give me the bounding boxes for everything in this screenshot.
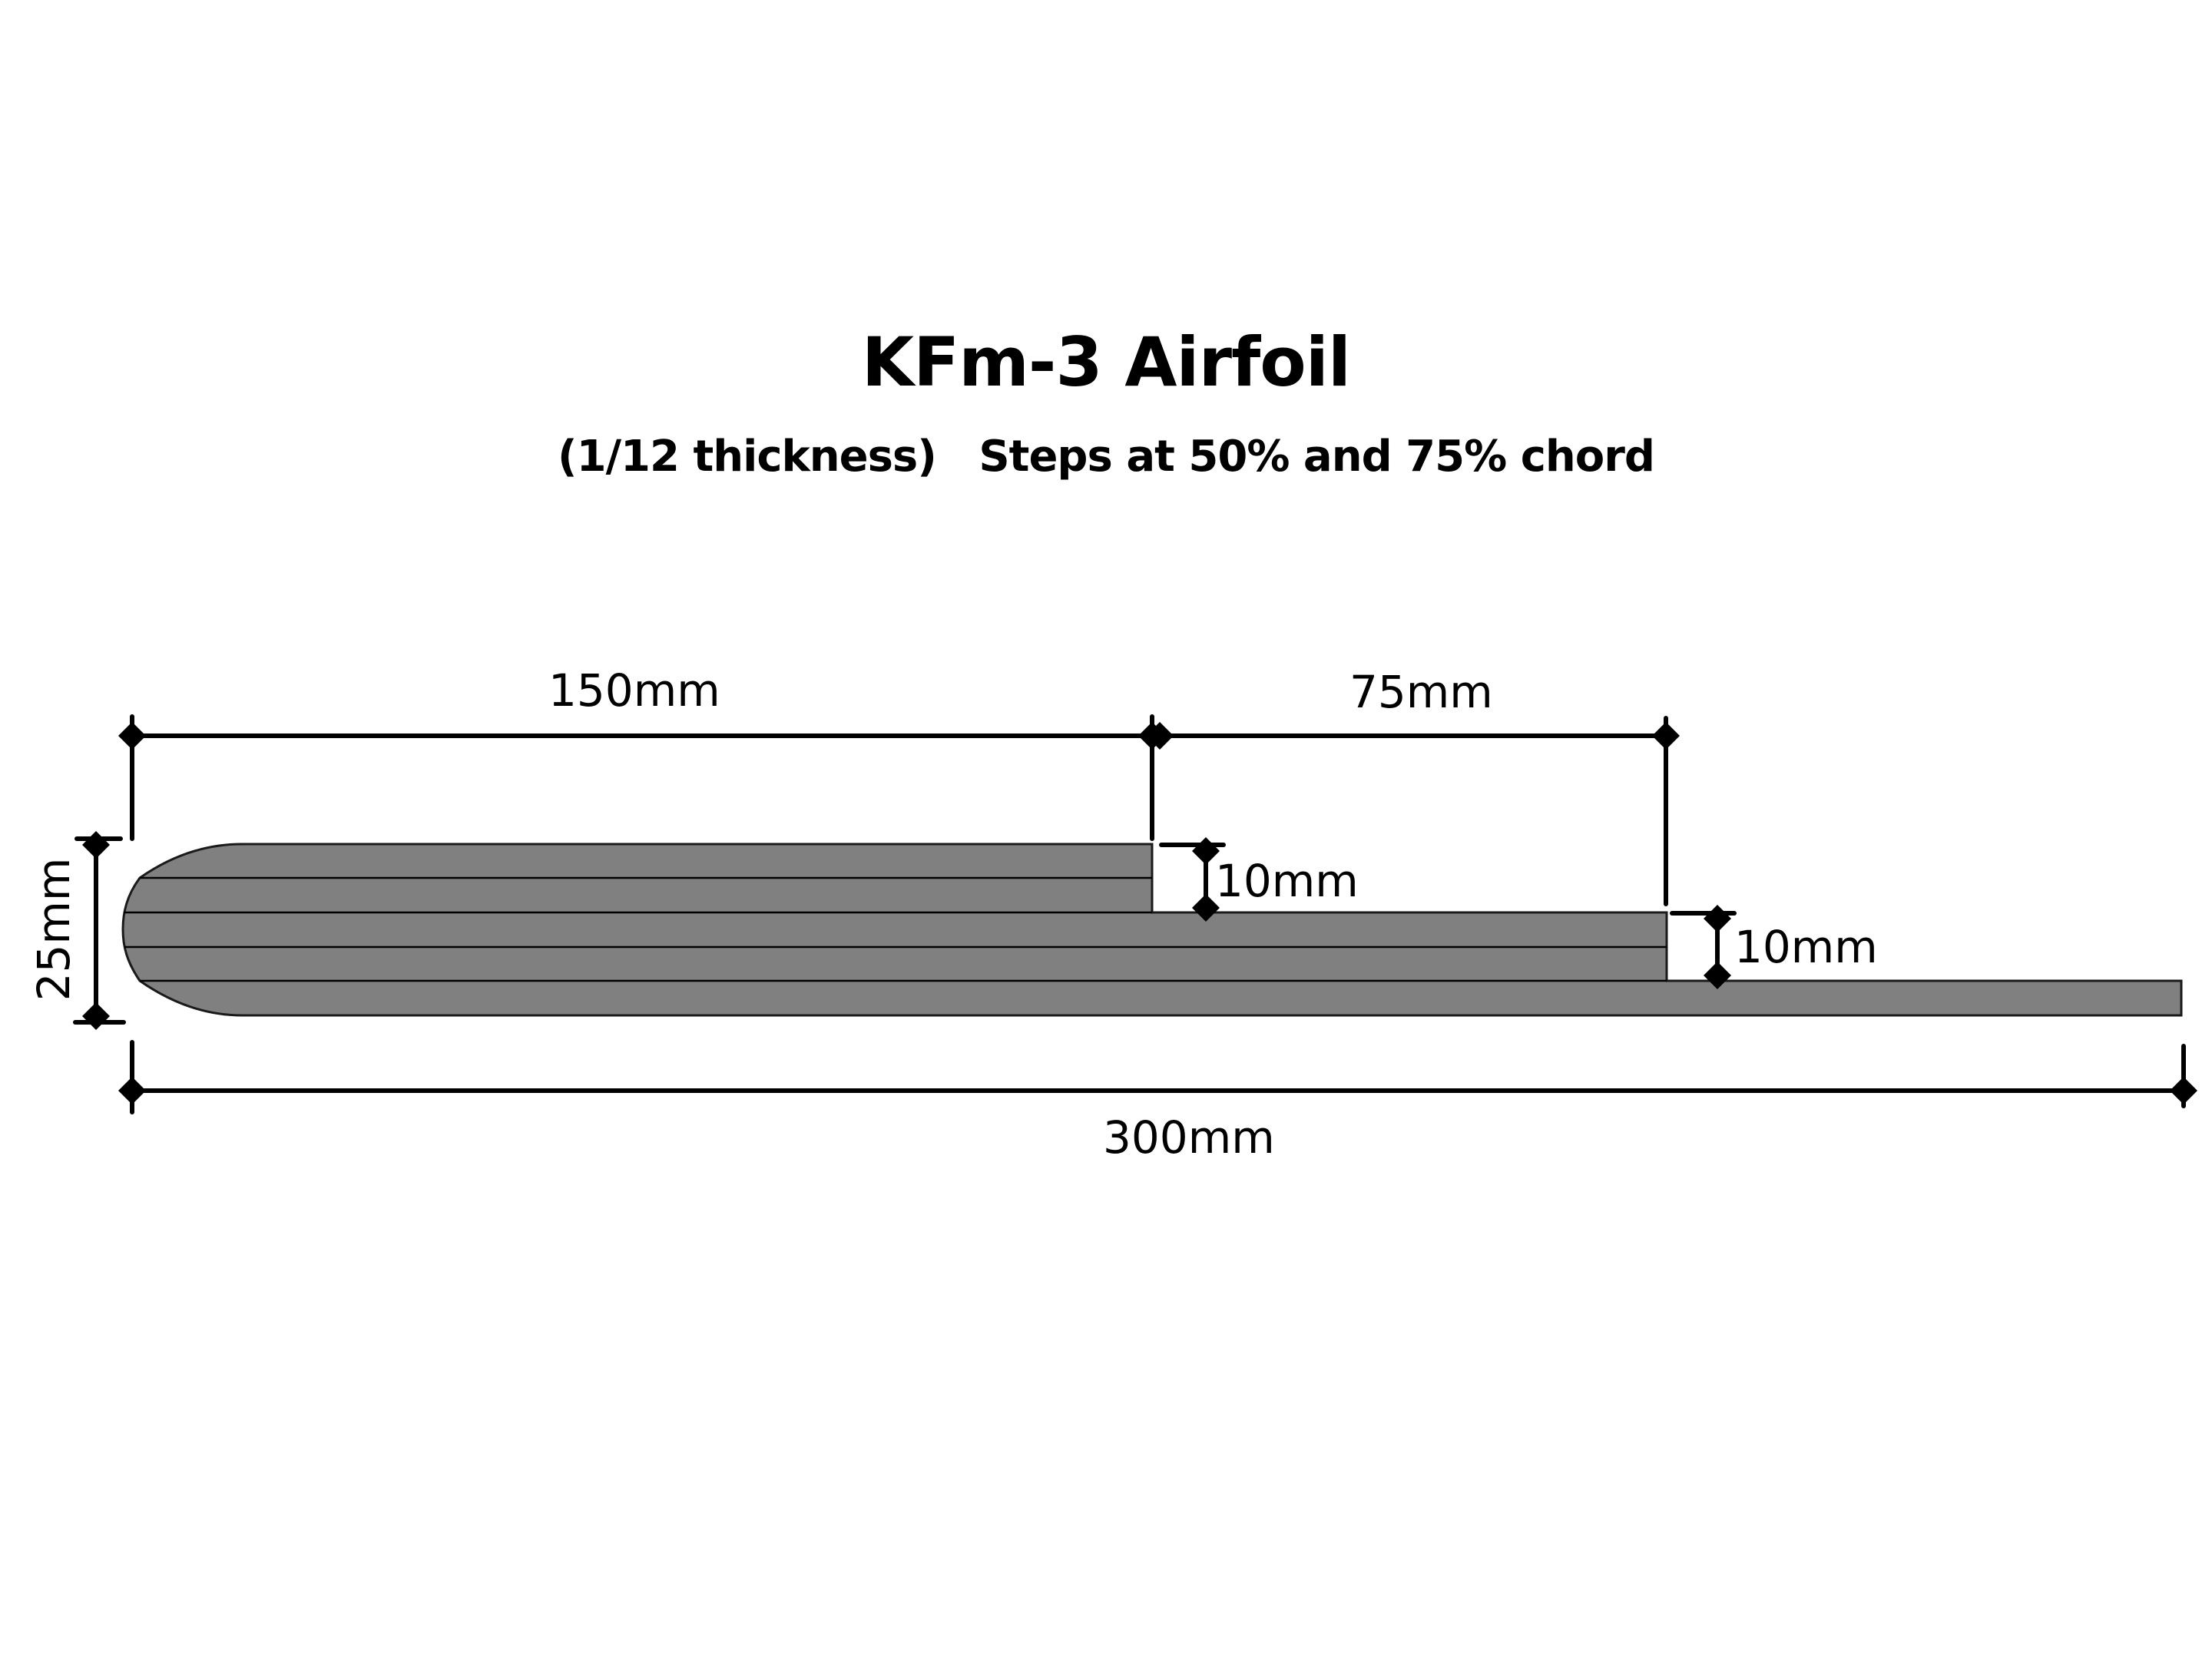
page-title: KFm-3 Airfoil [861,323,1351,402]
label-25mm: 25mm [28,857,80,1002]
dimension-300mm [118,1040,2197,1114]
label-step1-10mm: 10mm [1215,855,1359,907]
page-subtitle: (1/12 thickness) Steps at 50% and 75% ch… [558,432,1655,482]
dimension-step2-10mm [1670,905,1737,989]
dimension-25mm [73,831,126,1030]
dimension-150mm [118,714,1166,841]
label-75mm: 75mm [1349,666,1493,718]
dimension-75mm [1146,716,1680,906]
label-300mm: 300mm [1103,1111,1275,1164]
label-150mm: 150mm [548,664,720,717]
airfoil-body [121,843,2183,1017]
dimension-step1-10mm [1159,837,1226,922]
label-step2-10mm: 10mm [1734,921,1878,973]
